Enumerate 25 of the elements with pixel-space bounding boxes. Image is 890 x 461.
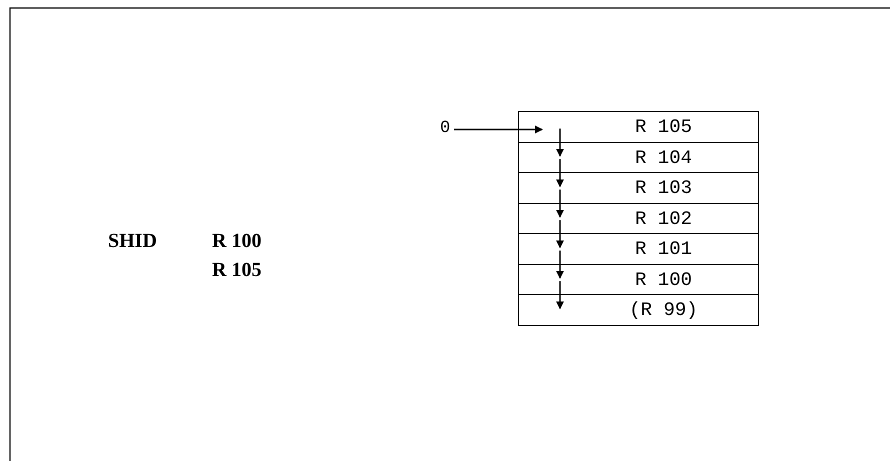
register-cell bbox=[518, 294, 759, 326]
instruction-text: R 100 bbox=[212, 230, 262, 253]
arrow bbox=[556, 128, 564, 157]
register-cell bbox=[518, 233, 759, 265]
register-name: R 102 bbox=[634, 208, 692, 230]
register-cell bbox=[518, 264, 759, 296]
register-name: R 100 bbox=[634, 268, 692, 290]
register-cell bbox=[518, 172, 759, 204]
register-cell bbox=[518, 142, 759, 174]
instruction-text: SHID bbox=[108, 230, 157, 253]
register-name: R 104 bbox=[634, 146, 692, 168]
arrow bbox=[556, 159, 564, 188]
arrow bbox=[556, 190, 564, 218]
arrow bbox=[556, 281, 564, 310]
arrow bbox=[556, 250, 564, 279]
register-name: R 103 bbox=[634, 177, 692, 199]
input-value: 0 bbox=[440, 119, 450, 138]
register-name: R 101 bbox=[634, 238, 692, 260]
register-name: (R 99) bbox=[629, 299, 698, 321]
register-cell bbox=[518, 111, 759, 143]
register-cell bbox=[518, 202, 759, 234]
arrow bbox=[556, 220, 564, 248]
register-name: R 105 bbox=[634, 116, 692, 138]
instruction-text: R 105 bbox=[212, 259, 262, 282]
arrow bbox=[454, 126, 543, 134]
